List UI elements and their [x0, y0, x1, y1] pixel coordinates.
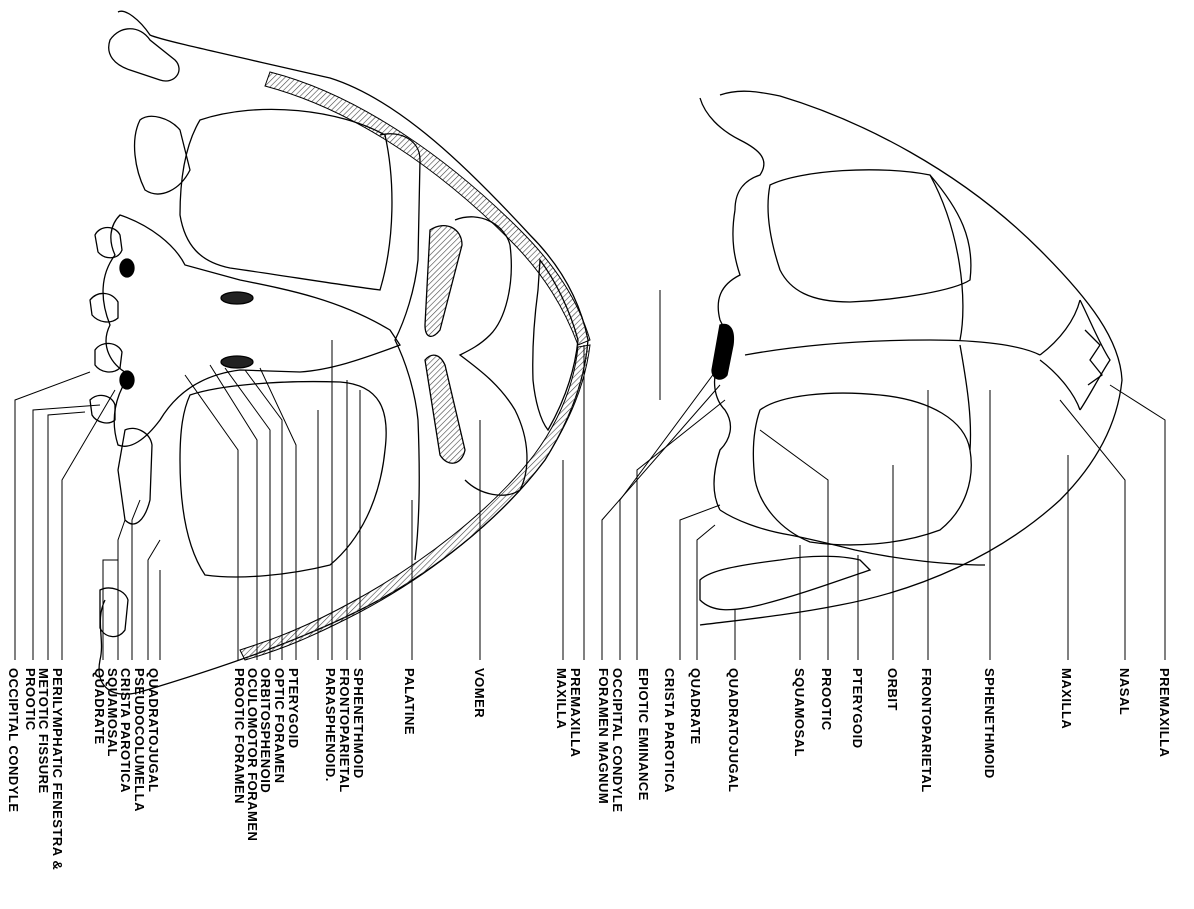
ventral-label-palatine: PALATINE — [403, 668, 416, 735]
ventral-label-frontoparietal: FRONTOPARIETAL — [338, 668, 351, 793]
ventral-label-optic-foramen: OPTIC FORAMEN — [273, 668, 286, 784]
ventral-label-orbitosphenoid: ORBITOSPHENOID — [259, 668, 272, 793]
dorsal-label-sphenethmoid: SPHENETHMOID — [983, 668, 996, 779]
ventral-label-metotic-fissure: METOTIC FISSURE — [37, 668, 50, 794]
dorsal-skull-outline — [700, 91, 1122, 625]
dorsal-label-quadratojugal: QUADRATOJUGAL — [727, 668, 740, 792]
ventral-maxilla-band-lower — [240, 345, 590, 660]
ventral-label-pseudocolumella: PSEUDOCOLUMELLA — [133, 668, 146, 812]
dorsal-label-maxilla: MAXILLA — [1060, 668, 1073, 729]
ventral-label-maxilla: MAXILLA — [555, 668, 568, 729]
ventral-label-crista-parotica: CRISTA PAROTICA — [119, 668, 132, 793]
dorsal-label-prootic: PROOTIC — [820, 668, 833, 731]
ventral-label-vomer: VOMER — [473, 668, 486, 718]
ventral-label-premaxilla: PREMAXILLA — [569, 668, 582, 758]
dorsal-label-squamosal: SQUAMOSAL — [793, 668, 806, 757]
dorsal-label-epiotic-eminance: EPIOTIC EMINANCE — [637, 668, 650, 801]
dorsal-label-nasal: NASAL — [1118, 668, 1131, 715]
dorsal-label-quadrate: QUADRATE — [689, 668, 702, 745]
dorsal-skull — [700, 91, 1122, 625]
ventral-label-quadratojugal: QUADRATOJUGAL — [147, 668, 160, 792]
ventral-label-occipital-condyle: OCCIPITAL CONDYLE — [7, 668, 20, 813]
ventral-skull — [90, 11, 590, 694]
ventral-parasphenoid — [103, 215, 400, 446]
dorsal-label-frontoparietal: FRONTOPARIETAL — [920, 668, 933, 793]
ventral-label-parasphenoid: PARASPHENOID. — [324, 668, 337, 782]
ventral-label-perilymphatic-fenestra: PERILYMPHATIC FENESTRA & — [51, 668, 64, 870]
ventral-label-pterygoid: PTERYGOID — [287, 668, 300, 749]
dorsal-label-pterygoid: PTERYGOID — [851, 668, 864, 749]
dorsal-label-occipital-condyle: OCCIPITAL CONDYLE — [611, 668, 624, 813]
ventral-label-sphenethmoid: SPHENETHMOID — [352, 668, 365, 779]
dorsal-label-crista-parotica: CRISTA PAROTICA — [663, 668, 676, 793]
dorsal-label-orbit: ORBIT — [886, 668, 899, 711]
dorsal-leader-lines — [602, 290, 1165, 660]
dorsal-label-foramen-magnum: FORAMEN MAGNUM — [597, 668, 610, 804]
dorsal-label-premaxilla: PREMAXILLA — [1158, 668, 1171, 758]
